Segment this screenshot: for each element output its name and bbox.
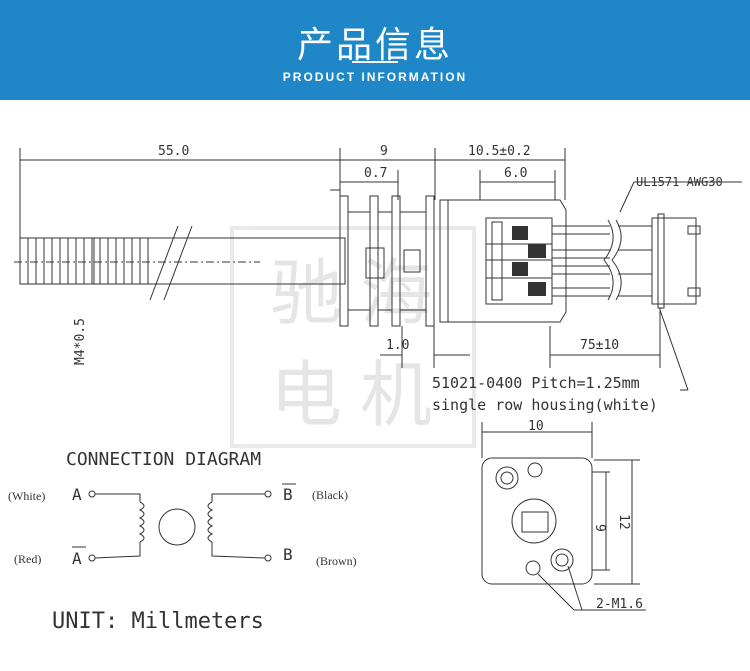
pin-a: A (72, 485, 82, 504)
wire-spec: UL1571 AWG30 (636, 175, 723, 189)
end-height: 12 (616, 514, 631, 530)
page-title: 产品信息 (296, 25, 453, 66)
watermark-char-2: 海 (360, 254, 432, 334)
pin-label-red: (Red) (14, 552, 41, 566)
dim-spacer: 1.0 (386, 338, 409, 353)
dim-wire-length: 75±10 (580, 338, 619, 353)
end-inner: 9 (592, 524, 607, 532)
pin-label-black: (Black) (312, 488, 348, 502)
connector-spec: 51021-0400 Pitch=1.25mm (432, 374, 640, 392)
header-banner: 产品信息 PRODUCT INFORMATION (0, 0, 750, 100)
technical-drawing: 驰 海 电 机 (8, 144, 742, 634)
pin-a-bar: A (72, 549, 82, 568)
dim-gear-width: 9 (380, 144, 388, 159)
pin-b-bar: B (283, 485, 293, 504)
mounting-holes: 2-M1.6 (596, 597, 643, 612)
pin-label-white: (White) (8, 489, 45, 503)
end-view-labels: 10 9 12 2-M1.6 (528, 419, 643, 612)
thread-spec: M4*0.5 (73, 318, 88, 365)
dim-motor-length: 10.5±0.2 (468, 144, 531, 159)
title-divider (352, 61, 398, 63)
side-view-labels: 55.0 9 0.7 10.5±0.2 6.0 UL1571 AWG30 M4*… (73, 144, 723, 414)
dim-plate: 0.7 (364, 166, 387, 181)
watermark-char-4: 机 (360, 356, 432, 436)
dim-motor-body: 6.0 (504, 166, 527, 181)
unit-label: UNIT: Millmeters (52, 609, 264, 634)
connection-diagram: CONNECTION DIAGRAM (White) (Red) (Black)… (8, 449, 357, 568)
dim-shaft-length: 55.0 (158, 144, 189, 159)
pin-label-brown: (Brown) (316, 554, 357, 568)
motor-terminal-pads (512, 226, 546, 296)
pin-b: B (283, 545, 293, 564)
page-subtitle: PRODUCT INFORMATION (282, 70, 468, 84)
connection-title: CONNECTION DIAGRAM (66, 449, 261, 470)
watermark-char-1: 驰 (270, 254, 342, 334)
watermark: 驰 海 电 机 (230, 226, 476, 448)
watermark-char-3: 电 (270, 356, 342, 436)
connector-housing: single row housing(white) (432, 396, 658, 414)
end-width: 10 (528, 419, 544, 434)
